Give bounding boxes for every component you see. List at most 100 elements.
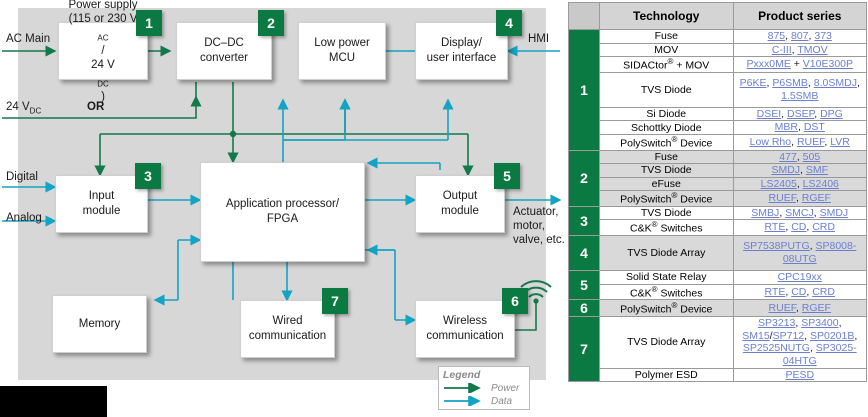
product-series-link[interactable]: LS2405 xyxy=(760,177,797,190)
block-wireless-communication[interactable]: Wireless communication xyxy=(415,300,515,358)
product-series-cell: C-III, TMOV xyxy=(732,42,867,58)
product-series-link[interactable]: C-III xyxy=(771,43,792,56)
product-series-link[interactable]: P6KE xyxy=(739,77,767,90)
product-series-link[interactable]: RGEF xyxy=(801,192,831,205)
group-number-cell: 5 xyxy=(568,269,600,301)
block-display-user-interface[interactable]: Display/ user interface xyxy=(415,22,508,80)
product-series-link[interactable]: DSEI xyxy=(756,107,782,120)
product-series-link[interactable]: SP712 xyxy=(772,329,805,342)
product-series-link[interactable]: SP8008-08UTG xyxy=(782,240,857,265)
callout-badge-7[interactable]: 7 xyxy=(322,288,348,314)
product-series-link[interactable]: CD xyxy=(791,221,807,234)
product-series-link[interactable]: V10E300P xyxy=(802,58,854,71)
technology-cell: Schottky Diode xyxy=(599,120,734,135)
product-series-link[interactable]: LVR xyxy=(830,135,850,148)
product-series-link[interactable]: SP3400 xyxy=(801,317,839,330)
callout-badge-4[interactable]: 4 xyxy=(496,10,522,36)
product-series-cell: MBR, DST xyxy=(732,120,867,135)
output-line2: module xyxy=(441,205,479,217)
product-series-link[interactable]: SMDJ xyxy=(771,164,801,177)
product-series-link[interactable]: Pxxx0ME xyxy=(746,58,791,71)
product-series-link[interactable]: 807 xyxy=(790,30,809,42)
product-series-link[interactable]: DSEP xyxy=(787,107,815,120)
callout-badge-2[interactable]: 2 xyxy=(258,10,284,36)
input-line1: Input xyxy=(88,190,115,203)
product-series-link[interactable]: SP3213 xyxy=(757,317,796,330)
product-series-link[interactable]: SP2525NUTG xyxy=(742,342,810,355)
product-series-link[interactable]: TMOV xyxy=(797,43,828,56)
product-series-link[interactable]: SP7538PUTG xyxy=(743,240,810,253)
product-series-link[interactable]: RUEF xyxy=(796,135,825,148)
product-series-link[interactable]: 505 xyxy=(802,150,821,163)
product-series-link[interactable]: RUEF xyxy=(768,192,796,205)
callout-badge-1[interactable]: 1 xyxy=(136,10,162,36)
wired-line1: Wired xyxy=(272,315,303,328)
technology-cell: PolySwitch® Device xyxy=(599,299,734,318)
product-series-link[interactable]: 875 xyxy=(767,30,786,42)
product-series-link[interactable]: RTE xyxy=(764,285,786,298)
product-series-link[interactable]: LS2406 xyxy=(802,177,839,190)
callout-badge-5[interactable]: 5 xyxy=(494,163,520,189)
product-series-link[interactable]: SMDJ xyxy=(819,206,849,219)
diagram-connectors xyxy=(2,45,562,331)
block-memory[interactable]: Memory xyxy=(52,295,147,353)
callout-badge-3[interactable]: 3 xyxy=(135,163,161,189)
block-dcdc-converter[interactable]: DC–DC converter xyxy=(176,22,272,80)
header-product-series: Product series xyxy=(732,2,867,30)
technology-cell: TVS Diode Array xyxy=(599,235,734,271)
product-series-link[interactable]: SP3025-04HTG xyxy=(782,342,857,367)
legend: Legend Power Data xyxy=(438,366,530,410)
table-row: Polymer ESD PESD xyxy=(569,367,867,383)
product-series-link[interactable]: SM15 xyxy=(742,329,770,342)
legend-data-label: Data xyxy=(491,395,513,407)
product-series-link[interactable]: RUEF xyxy=(768,301,796,314)
product-series-link[interactable]: RGEF xyxy=(801,301,831,314)
group-number-cell: 1 xyxy=(568,29,600,151)
technology-cell: Polymer ESD xyxy=(599,367,734,383)
legend-title: Legend xyxy=(443,369,481,381)
product-series-link[interactable]: 1.5SMB xyxy=(781,89,819,102)
label-24vdc: 24 VDC xyxy=(6,101,42,116)
product-series-link[interactable]: CRD xyxy=(812,221,835,234)
callout-badge-6[interactable]: 6 xyxy=(502,288,528,314)
product-series-link[interactable]: MBR xyxy=(774,121,798,134)
block-application-processor[interactable]: Application processor/ FPGA xyxy=(200,162,365,262)
block-output-module[interactable]: Output module xyxy=(415,175,505,233)
product-series-link[interactable]: SMBJ xyxy=(751,206,780,219)
technology-cell: eFuse xyxy=(599,176,734,192)
product-series-link[interactable]: SMCJ xyxy=(785,206,814,219)
wired-line2: communication xyxy=(248,330,327,342)
product-series-link[interactable]: SP0201B xyxy=(809,329,855,342)
product-series-link[interactable]: 477 xyxy=(779,150,797,163)
product-series-cell: SP3213, SP3400, SM15/SP712, SP0201B, SP2… xyxy=(732,316,867,369)
product-series-link[interactable]: CPC19xx xyxy=(777,271,822,283)
product-series-link[interactable]: DPG xyxy=(820,107,843,120)
registered-mark: ® xyxy=(671,134,678,144)
product-series-link[interactable]: Low Rho xyxy=(749,135,792,148)
product-series-link[interactable]: CRD xyxy=(812,285,835,298)
block-wired-communication[interactable]: Wired communication xyxy=(240,300,335,358)
technology-cell: C&K® Switches xyxy=(599,219,734,236)
header-corner xyxy=(568,2,600,30)
product-series-cell: SP7538PUTG, SP8008-08UTG xyxy=(732,235,867,271)
product-series-link[interactable]: SMF xyxy=(805,164,829,177)
product-series-link[interactable]: PESD xyxy=(785,368,815,381)
product-series-link[interactable]: CD xyxy=(791,285,807,298)
product-series-link[interactable]: RTE xyxy=(764,221,786,234)
technology-cell: PolySwitch® Device xyxy=(599,190,734,207)
legend-row-data: Data xyxy=(443,395,525,408)
technology-cell: Si Diode xyxy=(599,106,734,122)
product-series-link[interactable]: 8.0SMDJ xyxy=(813,77,857,90)
legend-power-arrow-icon xyxy=(444,383,481,394)
block-input-module[interactable]: Input module xyxy=(55,175,148,233)
product-series-link[interactable]: 373 xyxy=(814,30,832,42)
product-series-link[interactable]: P6SMB xyxy=(772,77,808,90)
block-low-power-mcu[interactable]: Low power MCU xyxy=(298,22,386,80)
product-series-link[interactable]: DST xyxy=(803,121,825,134)
technology-cell: TVS Diode Array xyxy=(599,316,734,369)
